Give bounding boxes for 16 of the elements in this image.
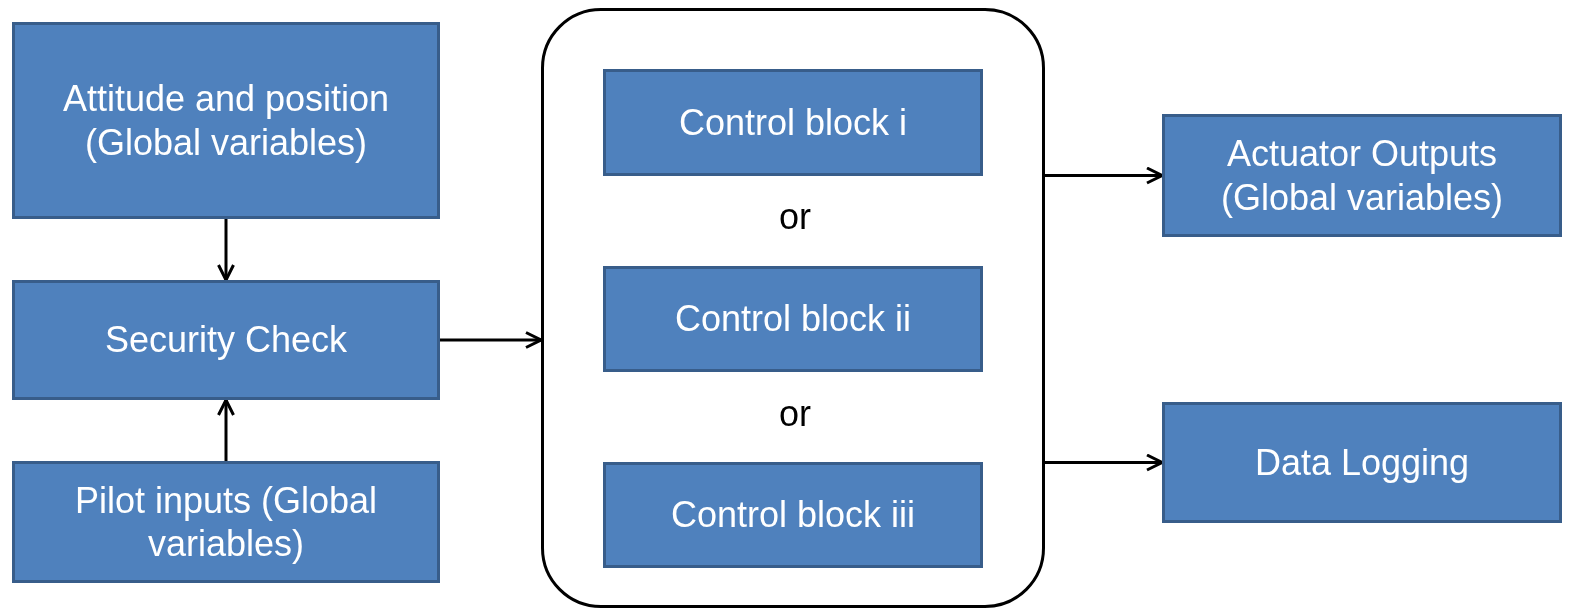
arrow bbox=[440, 331, 543, 349]
or-label: or bbox=[779, 196, 811, 238]
arrow bbox=[1045, 453, 1164, 472]
process-box: Data Logging bbox=[1162, 402, 1562, 523]
process-box: Control block iii bbox=[603, 462, 983, 568]
process-box: Attitude and position (Global variables) bbox=[12, 22, 440, 219]
process-box: Actuator Outputs (Global variables) bbox=[1162, 114, 1562, 237]
process-box: Pilot inputs (Global variables) bbox=[12, 461, 440, 583]
or-label: or bbox=[779, 393, 811, 435]
arrow bbox=[217, 398, 235, 461]
arrow bbox=[217, 219, 235, 282]
process-box: Control block ii bbox=[603, 266, 983, 372]
process-box: Control block i bbox=[603, 69, 983, 176]
process-box: Security Check bbox=[12, 280, 440, 400]
arrow bbox=[1045, 166, 1164, 185]
rounded-container bbox=[541, 8, 1045, 608]
